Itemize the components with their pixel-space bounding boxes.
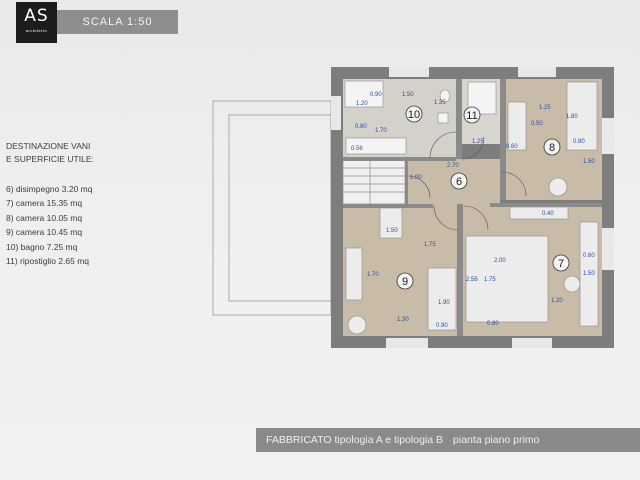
room-marker-6 [450, 172, 468, 190]
dim-label: 1.50 [386, 228, 398, 234]
dim-label: 1.50 [402, 92, 414, 98]
legend-room-11: 11) ripostiglio 2.65 mq [6, 256, 89, 267]
dimension-labels: 0.90 1.20 1.50 1.35 0.80 1.70 0.56 1.25 … [351, 92, 595, 329]
bathroom-fixtures [344, 80, 497, 155]
dim-label: 1.00 [410, 175, 422, 181]
room-marker-7 [552, 254, 570, 272]
dim-label: 1.70 [367, 272, 379, 278]
dim-label: 1.20 [356, 101, 368, 107]
room-marker-9 [396, 272, 414, 290]
dim-label: 0.60 [583, 253, 595, 259]
legend-room-list: 6) disimpegno 3.20 mq 7) camera 15.35 mq… [6, 182, 94, 268]
room-marker-10 [405, 105, 423, 123]
scale-label: SCALA 1:50 [57, 10, 178, 34]
room-number-8: 8 [549, 142, 555, 154]
dim-label: 1.25 [539, 105, 551, 111]
room-markers: 10 11 8 6 9 7 [396, 105, 570, 290]
dim-label: 0.56 [351, 146, 363, 152]
dim-label: 0.80 [487, 321, 499, 327]
dim-label: 0.50 [531, 121, 543, 127]
dim-label: 0.80 [355, 124, 367, 130]
room-number-9: 9 [402, 276, 408, 288]
legend-room-9: 9) camera 10.45 mq [6, 227, 83, 238]
dim-label: 1.75 [484, 277, 496, 283]
furniture [345, 81, 599, 335]
dim-label: 1.80 [566, 114, 578, 120]
legend-room-8: 8) camera 10.05 mq [6, 212, 83, 223]
dim-label: 0.40 [542, 211, 554, 217]
legend-heading-line-1: DESTINAZIONE VANI [6, 141, 91, 151]
logo-mark: AS [24, 6, 49, 26]
dim-label: 0.80 [573, 139, 585, 145]
dim-label: 1.30 [397, 317, 409, 323]
windows [331, 67, 614, 348]
dim-label: 1.50 [583, 159, 595, 165]
dim-label: 0.60 [506, 144, 518, 150]
room-number-7: 7 [558, 258, 564, 270]
dim-label: 0.90 [370, 92, 382, 98]
dim-label: 2.70 [447, 163, 459, 169]
staircase [342, 159, 406, 205]
dim-label: 0.90 [436, 323, 448, 329]
dim-label: 1.20 [551, 298, 563, 304]
room-number-6: 6 [456, 176, 462, 188]
legend-room-6: 6) disimpegno 3.20 mq [6, 184, 93, 194]
dim-label: 1.75 [424, 242, 436, 248]
legend-room-10: 10) bagno 7.25 mq [6, 241, 78, 252]
room-marker-8 [543, 138, 561, 156]
room-number-10: 10 [408, 109, 420, 121]
dim-label: 2.58 [466, 277, 478, 283]
interior-walls [343, 79, 602, 336]
drawing-title-bar: FABBRICATO tipologia A e tipologia B pian… [256, 428, 640, 452]
logo-subtitle: architetto [25, 28, 48, 33]
room-marker-11 [463, 106, 481, 124]
dim-label: 1.50 [583, 271, 595, 277]
dim-label: 1.35 [434, 100, 446, 106]
drawing-subtitle: pianta piano primo [453, 434, 540, 446]
legend-room-7: 7) camera 15.35 mq [6, 198, 83, 209]
architect-logo: AS architetto [16, 2, 57, 43]
roof-outline [212, 100, 332, 316]
dim-label: 1.90 [438, 300, 450, 306]
dim-label: 2.00 [494, 258, 506, 264]
dim-label: 1.25 [472, 139, 484, 145]
room-number-11: 11 [466, 110, 477, 122]
drawing-title: FABBRICATO tipologia A e tipologia B [266, 434, 444, 446]
dim-label: 1.70 [375, 128, 387, 134]
room-legend: DESTINAZIONE VANI E SUPERFICIE UTILE: 6)… [6, 140, 94, 268]
door-swings [407, 131, 527, 231]
legend-heading-line-2: E SUPERFICIE UTILE: [6, 154, 94, 164]
legend-heading: DESTINAZIONE VANI E SUPERFICIE UTILE: [6, 140, 94, 166]
